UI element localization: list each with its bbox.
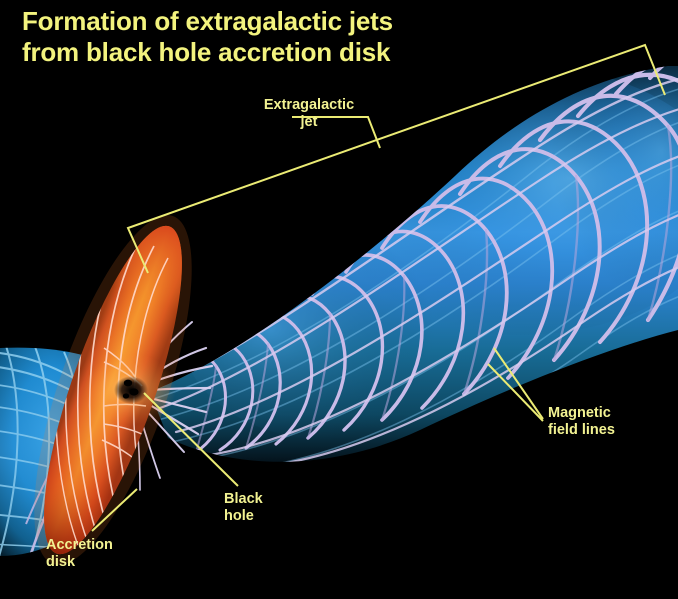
accretion-disk	[34, 215, 192, 565]
leader-black-hole	[143, 392, 239, 487]
leader-magnetic-1	[493, 347, 544, 420]
jet-extent-bracket	[126, 43, 666, 274]
leader-accretion-disk	[91, 488, 138, 532]
annotation-leaders	[91, 43, 666, 532]
leader-magnetic-2	[487, 363, 544, 422]
black-hole	[114, 376, 148, 404]
leader-extragalactic-jet	[292, 116, 381, 149]
